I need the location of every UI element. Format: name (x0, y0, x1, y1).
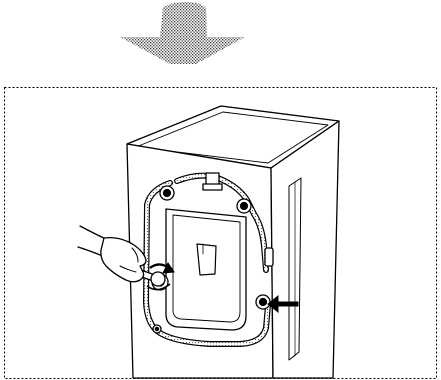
washing-machine-illustration (127, 106, 339, 378)
shipping-bolt-bottom-right (256, 295, 270, 309)
shipping-bolt-top-left (160, 186, 174, 200)
shipping-bolt-top-right (237, 199, 251, 213)
down-arrow-icon (120, 2, 245, 64)
